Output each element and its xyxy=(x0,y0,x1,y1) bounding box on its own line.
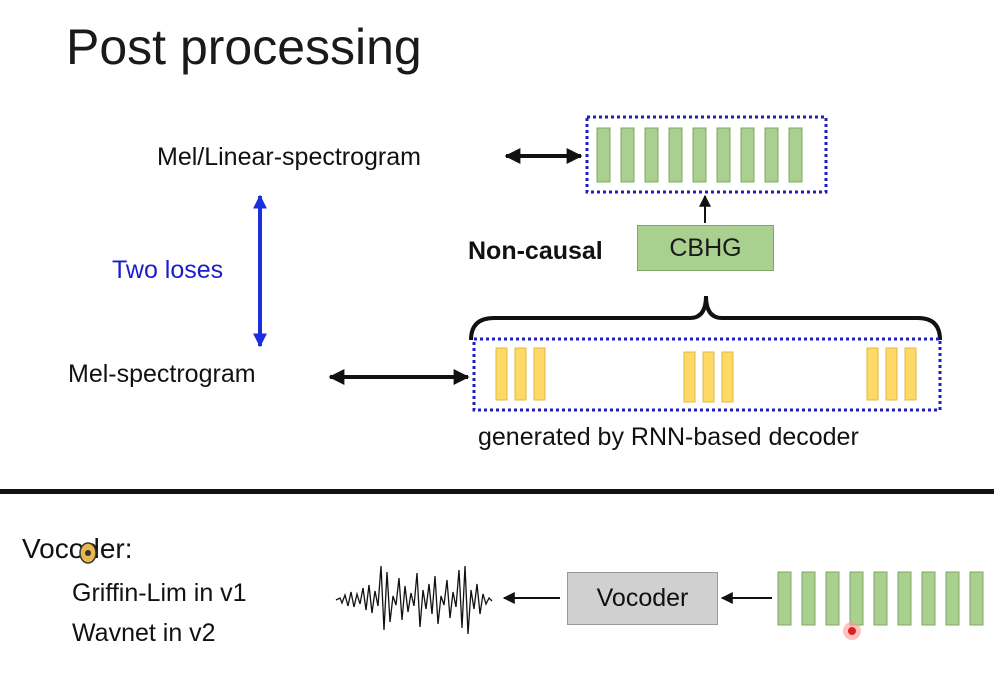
cbhg-box: CBHG xyxy=(637,225,774,271)
cbhg-label: CBHG xyxy=(669,234,742,262)
slide-title: Post processing xyxy=(66,19,422,75)
decoder-yellow-bars xyxy=(495,347,917,403)
vocoder-item-v2: Wavnet in v2 xyxy=(72,619,216,647)
curly-brace xyxy=(469,295,942,341)
vocoder-item-v1: Griffin-Lim in v1 xyxy=(72,579,247,607)
mel-spectrogram-label: Mel-spectrogram xyxy=(68,360,256,388)
waveform-icon xyxy=(335,565,493,635)
linear-green-bars xyxy=(596,127,803,183)
decoder-caption: generated by RNN-based decoder xyxy=(478,423,859,451)
non-causal-label: Non-causal xyxy=(468,237,603,265)
spectrogram-green-bars xyxy=(777,571,984,626)
vocoder-box: Vocoder xyxy=(567,572,718,625)
cursor-icon xyxy=(79,542,97,564)
decoder-frame-box xyxy=(472,337,942,412)
linear-frame-box xyxy=(585,115,828,194)
vocoder-heading: Vocoder: xyxy=(22,533,133,564)
section-divider xyxy=(0,489,994,494)
mel-linear-spectrogram-label: Mel/Linear-spectrogram xyxy=(157,143,421,171)
vocoder-box-label: Vocoder xyxy=(596,584,689,612)
laser-pointer-icon xyxy=(843,622,861,640)
two-losses-label: Two loses xyxy=(112,256,224,284)
